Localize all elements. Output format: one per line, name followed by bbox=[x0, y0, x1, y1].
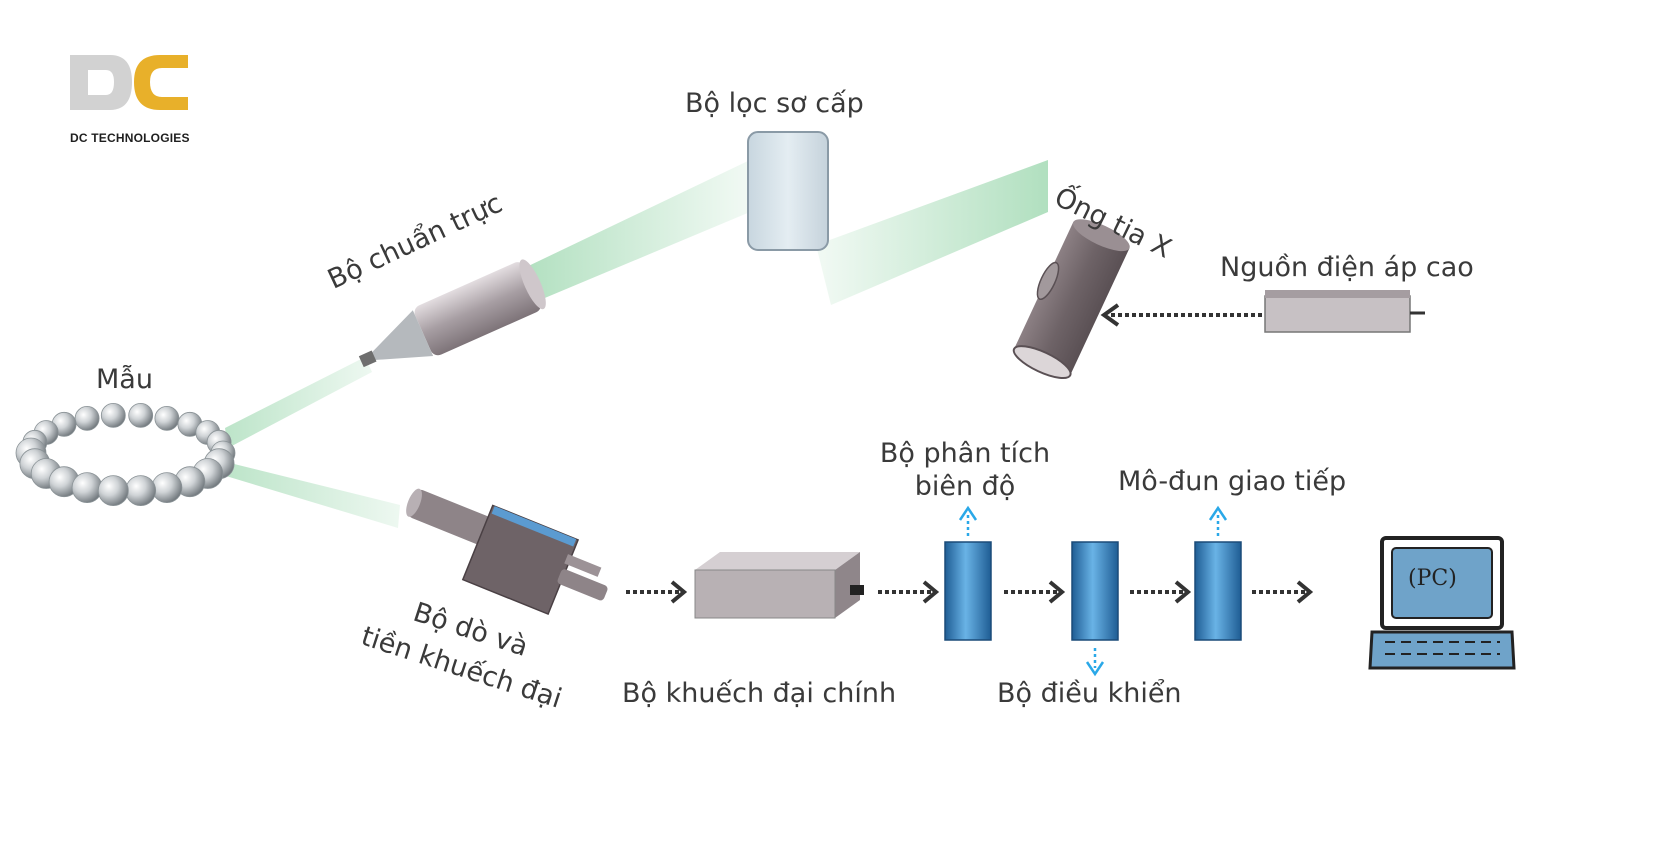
label-analyzer-line1: Bộ phân tích bbox=[879, 438, 1051, 469]
xray-tube bbox=[1012, 219, 1130, 379]
bead bbox=[74, 405, 100, 431]
bead bbox=[154, 405, 180, 431]
bead bbox=[71, 472, 103, 504]
label-hv-source: Nguồn điện áp cao bbox=[1220, 252, 1474, 283]
label-analyzer-line2: biên độ bbox=[914, 471, 1016, 502]
beam-sample-collimator bbox=[225, 357, 372, 448]
logo-c-shape bbox=[134, 55, 188, 110]
arrow-amp-to-analyzer bbox=[878, 580, 940, 604]
beam-filter-tube bbox=[816, 160, 1048, 305]
arrow-down-controller bbox=[1085, 648, 1105, 677]
main-amplifier bbox=[694, 552, 864, 619]
bead bbox=[151, 472, 183, 504]
module-controller bbox=[1071, 541, 1119, 641]
arrow-up-interface bbox=[1208, 505, 1228, 536]
arrow-detector-to-amp bbox=[626, 580, 688, 604]
hv-source bbox=[1264, 290, 1425, 333]
arrow-controller-to-interface bbox=[1130, 580, 1192, 604]
beam-collimator-filter bbox=[520, 160, 750, 300]
bead bbox=[125, 475, 157, 507]
pipeline-arrows bbox=[626, 580, 1314, 604]
bead bbox=[97, 475, 129, 507]
arrow-analyzer-to-controller bbox=[1004, 580, 1066, 604]
logo-text: DC TECHNOLOGIES bbox=[70, 131, 190, 145]
label-interface: Mô-đun giao tiếp bbox=[1118, 466, 1347, 497]
sample-bracelet bbox=[15, 402, 236, 507]
dc-logo bbox=[70, 55, 188, 110]
bead bbox=[100, 402, 126, 428]
collimator bbox=[358, 259, 546, 368]
detector-preamp bbox=[406, 488, 608, 616]
pc-laptop bbox=[1368, 536, 1516, 670]
bead bbox=[128, 402, 154, 428]
label-sample: Mẫu bbox=[96, 364, 153, 395]
label-main-amplifier: Bộ khuếch đại chính bbox=[622, 678, 897, 709]
blue-arrows bbox=[958, 505, 1228, 677]
label-pc: (PC) bbox=[1408, 566, 1457, 591]
module-interface bbox=[1194, 541, 1242, 641]
beam-sample-detector bbox=[226, 462, 400, 528]
module-analyzer bbox=[944, 541, 992, 641]
primary-filter bbox=[747, 131, 829, 251]
label-controller: Bộ điều khiển bbox=[997, 678, 1182, 709]
logo-d-shape bbox=[70, 55, 132, 110]
label-primary-filter: Bộ lọc sơ cấp bbox=[685, 88, 864, 119]
arrow-up-analyzer bbox=[958, 505, 978, 536]
arrow-interface-to-pc bbox=[1252, 580, 1314, 604]
arrow-hv-to-tube bbox=[1100, 303, 1262, 327]
keyboard-keys bbox=[1385, 641, 1500, 655]
